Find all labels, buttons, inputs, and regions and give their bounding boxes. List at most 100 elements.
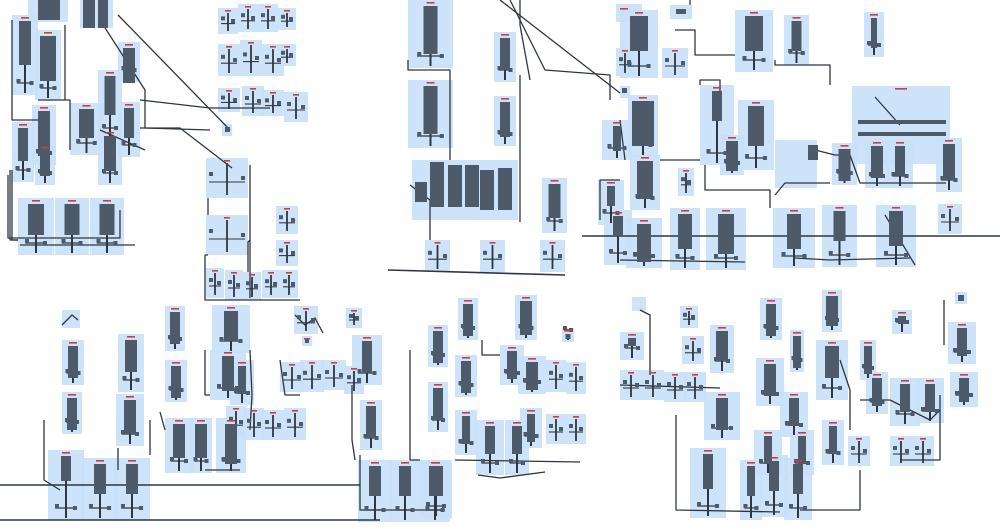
pin-node [363,434,368,438]
pin-node [867,41,871,45]
red-label-mark [945,140,953,142]
red-label-mark [371,462,379,464]
component-block [764,436,772,464]
pin-node [880,400,885,404]
pin-node [775,392,779,396]
pin-node [52,86,57,90]
component-block [895,146,905,176]
pin-node [281,14,285,19]
red-label-mark [96,460,104,462]
red-label-mark [225,10,231,12]
red-label-mark [172,362,180,364]
pin-node [791,356,796,360]
wire [509,0,611,100]
pin-node [317,374,321,378]
red-label-mark [125,104,133,106]
pin-node [635,194,640,198]
red-label-mark [367,402,375,404]
wire [387,269,566,276]
component-block [423,86,438,134]
red-label-mark [171,308,179,310]
pin-node [715,504,719,508]
pin-node [549,424,553,428]
pin-node [881,174,885,178]
component-block [607,186,615,206]
component-block [613,216,623,236]
pin-node [372,371,377,375]
red-label-mark [501,34,509,36]
pin-node [374,436,379,440]
pin-node [904,174,909,178]
pin-node [121,504,125,508]
component-block [565,334,571,339]
pin-node [745,154,749,158]
wire [499,0,621,94]
pin-node [241,13,245,18]
pin-node [277,101,281,105]
wire [249,349,253,431]
wire [477,471,546,479]
pin-node [246,281,250,286]
red-label-mark [434,327,442,329]
pin-node [287,418,291,423]
red-label-mark [835,207,844,209]
pin-node [209,229,213,233]
pin-node [941,214,945,218]
pin-node [675,254,680,258]
red-label-mark [527,410,535,412]
component-block [225,127,230,132]
pin-node [697,502,701,506]
pin-node [734,256,738,260]
component-block [512,426,522,454]
component-block [712,91,722,121]
pin-node [483,250,487,255]
pin-node [425,506,430,510]
pin-node [442,504,446,508]
component-block [791,21,802,51]
pin-node [36,149,40,153]
pin-node [697,348,701,352]
pin-node [246,391,250,395]
component-block [94,464,106,494]
red-label-mark [351,310,357,312]
red-label-mark [212,270,218,272]
component-block [957,328,967,356]
pin-node [563,326,567,330]
red-label-mark [489,242,496,244]
pin-node [121,430,125,434]
component-block [123,48,135,83]
pin-node [461,324,465,328]
pin-node [706,149,711,153]
red-label-mark [750,12,758,14]
pin-node [305,339,309,343]
component-block [500,102,510,137]
pin-node [339,373,343,377]
pin-node [417,132,422,136]
pin-node [683,312,687,317]
pin-node [217,384,221,388]
red-label-mark [292,410,298,412]
red-label-mark [286,272,292,274]
pin-node [254,284,258,288]
pin-node [969,393,973,397]
pin-node [458,439,463,443]
red-label-mark [401,462,409,464]
pin-node [646,64,651,68]
component-block [433,331,443,363]
component-block [526,362,538,390]
pin-node [650,196,655,200]
pin-node [607,144,612,148]
red-label-mark [513,422,521,424]
red-label-mark [462,412,470,414]
red-label-mark [250,88,256,90]
pin-node [76,371,81,375]
red-label-mark [686,308,692,310]
pin-node [665,58,669,62]
pin-node [691,315,695,319]
pin-node [967,350,971,354]
red-label-mark [231,272,237,274]
pin-node [822,384,826,388]
pin-node [65,418,69,422]
pin-node [289,17,293,21]
pin-node [469,383,474,387]
